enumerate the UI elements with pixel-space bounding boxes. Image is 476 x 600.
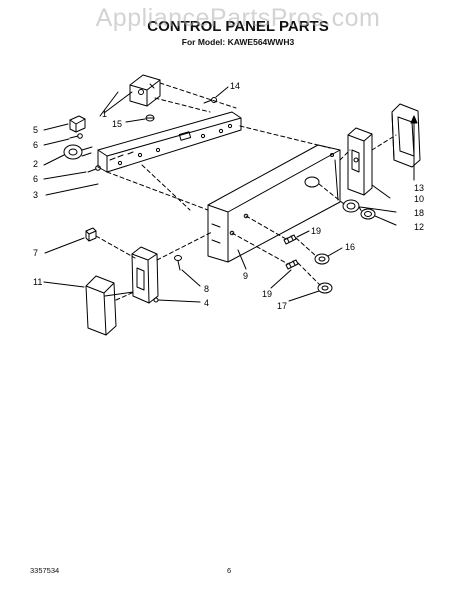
part-16-knob — [314, 253, 330, 265]
leader-lines — [43, 86, 418, 303]
part-5-switch — [69, 115, 86, 133]
callout-6-upper: 6 — [33, 140, 38, 150]
part-15-screw — [145, 114, 155, 122]
callout-19-lower: 19 — [262, 289, 272, 299]
part-19-spring-upper — [283, 234, 297, 245]
part-14-screw — [203, 97, 217, 104]
callout-13: 13 — [414, 183, 424, 193]
part-4-end-bracket — [131, 246, 159, 304]
part-7-clip — [85, 227, 97, 242]
callout-14: 14 — [230, 81, 240, 91]
callout-7: 7 — [33, 248, 38, 258]
model-subtitle: For Model: KAWE564WWH3 — [181, 37, 295, 47]
callout-19-upper: 19 — [311, 226, 321, 236]
part-6-screw-lower — [87, 165, 101, 173]
callout-11: 11 — [33, 277, 42, 287]
part-17-knob — [317, 282, 333, 294]
part-13-end-cap — [391, 103, 421, 168]
document-number: 3357534 — [30, 566, 60, 575]
callout-1: 1 — [102, 109, 107, 119]
part-6-screw-upper — [69, 133, 83, 139]
callout-numbers: 1 2 3 4 5 6 6 7 8 9 10 11 12 13 14 15 16… — [33, 81, 424, 311]
callout-10: 10 — [414, 194, 424, 204]
part-1-terminal-block — [129, 74, 161, 107]
callout-17: 17 — [277, 301, 287, 311]
part-3-mounting-bracket — [97, 111, 242, 173]
callout-3: 3 — [33, 190, 38, 200]
callout-15: 15 — [112, 119, 122, 129]
part-8-screw — [174, 255, 182, 271]
part-10-end-bracket — [347, 127, 373, 196]
part-12-knob — [360, 208, 376, 220]
callout-9: 9 — [243, 271, 248, 281]
part-19-spring-lower — [285, 259, 299, 270]
callout-16: 16 — [345, 242, 355, 252]
part-11-end-cap — [85, 275, 117, 336]
callout-2: 2 — [33, 159, 38, 169]
callout-18: 18 — [414, 208, 424, 218]
part-18-bezel — [342, 199, 360, 213]
part-2-rotary-switch — [63, 144, 93, 160]
callout-5: 5 — [33, 125, 38, 135]
alignment-lines — [95, 82, 397, 301]
callout-8: 8 — [204, 284, 209, 294]
callout-4: 4 — [204, 298, 209, 308]
page-title: CONTROL PANEL PARTS — [147, 18, 329, 35]
callout-6-lower: 6 — [33, 174, 38, 184]
callout-12: 12 — [414, 222, 424, 232]
part-9-console-panel — [207, 144, 341, 263]
page-number: 6 — [227, 566, 232, 575]
